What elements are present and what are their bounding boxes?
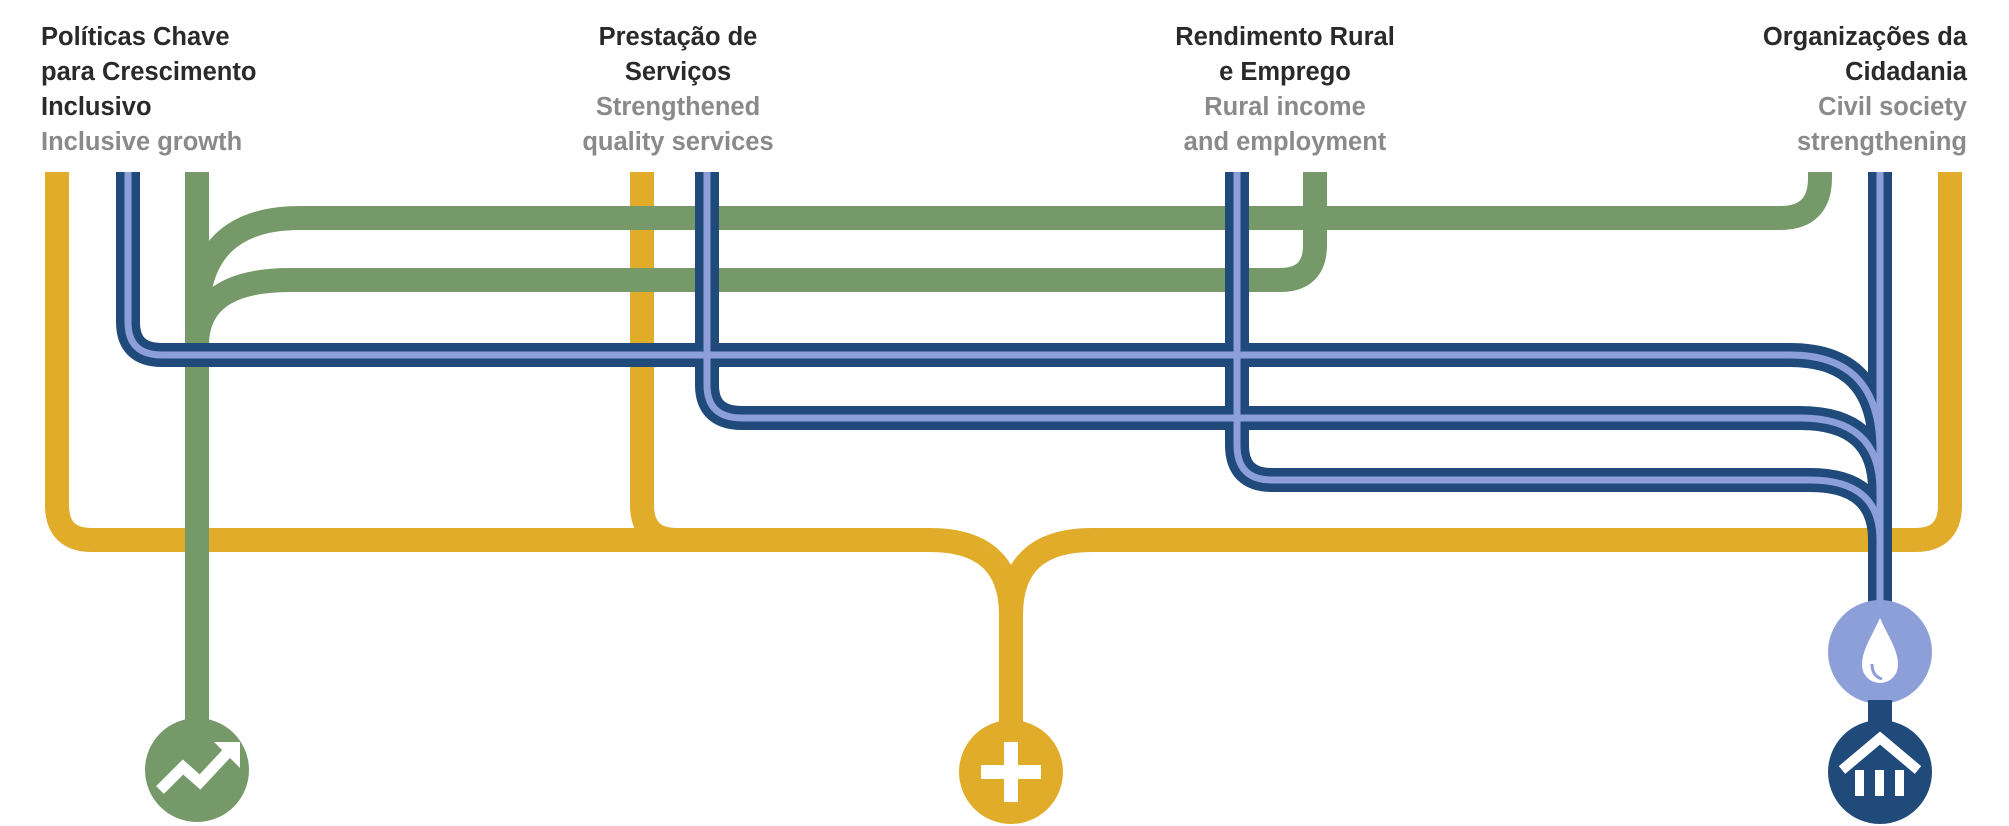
heading-en-line: Civil society (1818, 93, 1967, 121)
heading-pt-line: para Crescimento (41, 58, 257, 86)
green-line-lower (185, 172, 1327, 346)
heading-pt-line: Rendimento Rural (1175, 23, 1395, 51)
navy-lines (116, 172, 1892, 650)
heading-services: Prestação de Serviços Strengthened quali… (582, 20, 773, 160)
heading-en-line: quality services (582, 128, 774, 156)
heading-pt-line: Cidadania (1845, 58, 1967, 86)
community-building-icon (1828, 720, 1932, 824)
heading-en-line: and employment (1183, 128, 1387, 156)
heading-pt-line: Inclusivo (41, 93, 152, 121)
heading-en-line: Inclusive growth (41, 128, 243, 156)
gold-line-right (999, 172, 1962, 616)
heading-pt-line: e Emprego (1219, 58, 1351, 86)
growth-arrow-icon (145, 718, 249, 822)
heading-en-line: strengthening (1797, 128, 1967, 156)
gold-lines (45, 172, 1962, 725)
heading-en-line: Strengthened (595, 93, 761, 121)
green-line-upper (185, 166, 1832, 321)
heading-pt-line: Políticas Chave (41, 23, 230, 51)
heading-civil-society: Organizações da Cidadania Civil society … (1763, 20, 1967, 160)
water-drop-icon (1828, 600, 1932, 704)
heading-pt-line: Serviços (624, 58, 732, 86)
navy-line-services (703, 172, 1884, 650)
heading-inclusive-growth: Políticas Chave para Crescimento Inclusi… (41, 20, 256, 160)
gold-line-services (630, 172, 678, 552)
heading-en-line: Rural income (1204, 93, 1366, 121)
plus-icon (959, 720, 1063, 824)
heading-pt-line: Organizações da (1762, 23, 1967, 51)
green-lines (185, 166, 1832, 730)
navy-line-inclusive (124, 172, 1884, 650)
heading-pt-line: Prestação de (598, 23, 758, 51)
heading-rural-income: Rendimento Rural e Emprego Rural income … (1175, 20, 1395, 160)
